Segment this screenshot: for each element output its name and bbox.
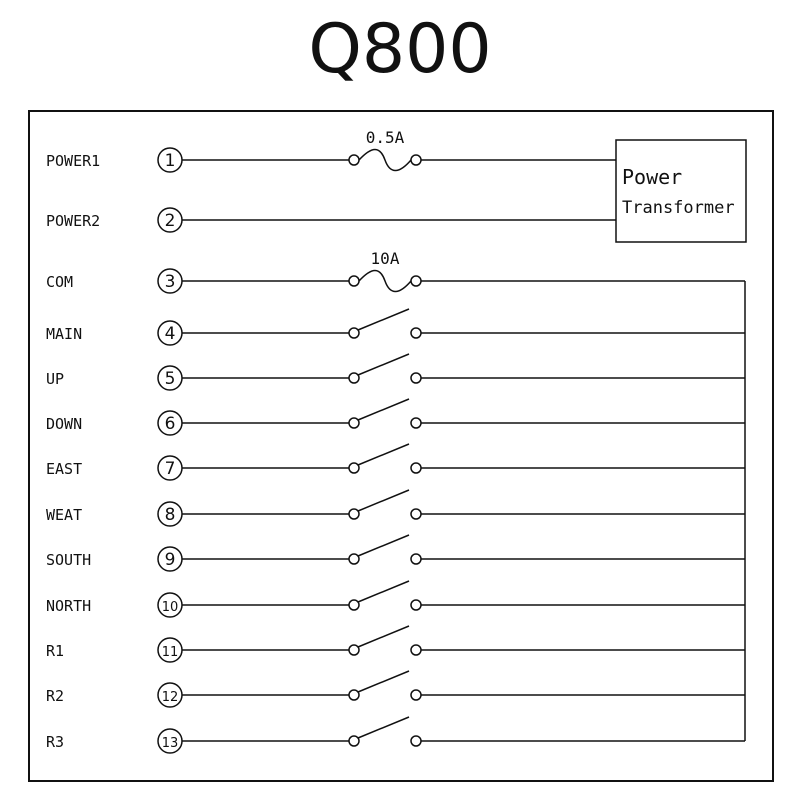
terminal-row-2: POWER2 2 xyxy=(46,207,616,233)
diagram-title: Q800 xyxy=(308,10,492,89)
switch-arm xyxy=(357,308,410,331)
switch-right-contact xyxy=(410,735,422,747)
pin-number: 11 xyxy=(162,645,179,660)
switch-left-contact xyxy=(348,508,360,520)
terminal-row-4: MAIN 4 xyxy=(46,308,745,346)
com-fuse-left-contact xyxy=(348,275,360,287)
switch-left-contact xyxy=(348,599,360,611)
switch-arm xyxy=(357,625,410,648)
pin-number: 4 xyxy=(165,324,176,344)
terminal-row-1: POWER1 1 0.5A xyxy=(46,128,616,173)
terminal-row-3: COM 3 10A xyxy=(46,249,745,294)
switch-left-contact xyxy=(348,417,360,429)
pin-number: 13 xyxy=(162,736,179,751)
switch-left-contact xyxy=(348,553,360,565)
switch-right-contact xyxy=(410,417,422,429)
terminal-label: NORTH xyxy=(46,597,91,615)
switch-right-contact xyxy=(410,689,422,701)
power-fuse-right-contact xyxy=(410,154,422,166)
switch-arm xyxy=(357,489,410,512)
terminal-row-5: UP 5 xyxy=(46,353,745,391)
pin-number: 8 xyxy=(165,505,176,525)
pin-number: 6 xyxy=(165,414,176,434)
terminal-row-10: NORTH 10 xyxy=(46,580,745,618)
terminal-row-13: R3 13 xyxy=(46,716,745,754)
terminal-label: UP xyxy=(46,370,64,388)
switch-arm xyxy=(357,670,410,693)
switch-left-contact xyxy=(348,735,360,747)
terminal-row-7: EAST 7 xyxy=(46,443,745,481)
terminal-label: POWER2 xyxy=(46,212,100,230)
pin-number: 12 xyxy=(162,690,179,705)
terminal-label: SOUTH xyxy=(46,551,91,569)
switch-right-contact xyxy=(410,508,422,520)
terminal-row-6: DOWN 6 xyxy=(46,398,745,436)
transformer-line1: Power xyxy=(622,165,682,189)
terminal-row-11: R1 11 xyxy=(46,625,745,663)
switch-arm xyxy=(357,398,410,421)
switch-left-contact xyxy=(348,327,360,339)
switch-left-contact xyxy=(348,689,360,701)
terminal-label: POWER1 xyxy=(46,152,100,170)
transformer-box xyxy=(615,139,747,243)
com-fuse-element xyxy=(358,269,412,293)
switch-left-contact xyxy=(348,644,360,656)
terminal-label: R1 xyxy=(46,642,64,660)
com-fuse-rating: 10A xyxy=(371,249,400,268)
transformer-line2: Transformer xyxy=(622,198,735,218)
pin-number: 1 xyxy=(165,151,176,171)
terminal-label: MAIN xyxy=(46,325,82,343)
pin-number: 5 xyxy=(165,369,176,389)
terminal-label: DOWN xyxy=(46,415,82,433)
pin-number: 2 xyxy=(165,211,176,231)
terminal-row-12: R2 12 xyxy=(46,670,745,708)
terminal-row-9: SOUTH 9 xyxy=(46,534,745,572)
pin-number: 9 xyxy=(165,550,176,570)
switch-right-contact xyxy=(410,644,422,656)
switch-right-contact xyxy=(410,372,422,384)
switch-right-contact xyxy=(410,327,422,339)
switch-right-contact xyxy=(410,462,422,474)
com-fuse-right-contact xyxy=(410,275,422,287)
terminal-row-8: WEAT 8 xyxy=(46,489,745,527)
switch-left-contact xyxy=(348,372,360,384)
switch-arm xyxy=(357,353,410,376)
diagram-border xyxy=(28,110,774,782)
pin-number: 7 xyxy=(165,459,176,479)
power-fuse-left-contact xyxy=(348,154,360,166)
switch-arm xyxy=(357,580,410,603)
terminal-label: R2 xyxy=(46,687,64,705)
switch-arm xyxy=(357,443,410,466)
switch-right-contact xyxy=(410,599,422,611)
power-fuse-rating: 0.5A xyxy=(366,128,405,147)
terminal-label: R3 xyxy=(46,733,64,751)
switch-arm xyxy=(357,716,410,739)
terminal-label: WEAT xyxy=(46,506,82,524)
power-fuse-element xyxy=(358,148,412,172)
switch-right-contact xyxy=(410,553,422,565)
pin-number: 10 xyxy=(162,600,179,615)
terminal-label: COM xyxy=(46,273,73,291)
switch-left-contact xyxy=(348,462,360,474)
switch-arm xyxy=(357,534,410,557)
power-transformer: Power Transformer xyxy=(615,139,747,243)
pin-number: 3 xyxy=(165,272,176,292)
terminal-label: EAST xyxy=(46,460,82,478)
